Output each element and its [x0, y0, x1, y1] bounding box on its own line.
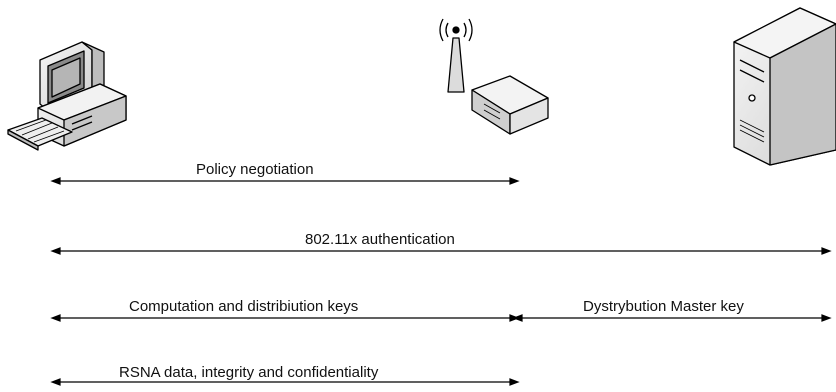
arrow-rsna-data	[50, 378, 520, 386]
label-8021x-authentication: 802.11x authentication	[305, 231, 455, 248]
workstation-computer-icon	[7, 41, 127, 151]
label-rsna-data: RSNA data, integrity and confidentiality	[119, 364, 379, 381]
label-computation-keys: Computation and distribiution keys	[129, 298, 359, 315]
wireless-access-point-icon	[439, 18, 549, 135]
arrow-8021x-authentication	[50, 247, 832, 255]
label-master-key: Dystrybution Master key	[583, 298, 744, 315]
arrow-policy-negotiation	[50, 177, 520, 185]
authentication-server-icon	[733, 7, 836, 166]
arrow-master-key	[512, 314, 832, 322]
arrow-computation-keys	[50, 314, 520, 322]
label-policy-negotiation: Policy negotiation	[196, 161, 314, 178]
